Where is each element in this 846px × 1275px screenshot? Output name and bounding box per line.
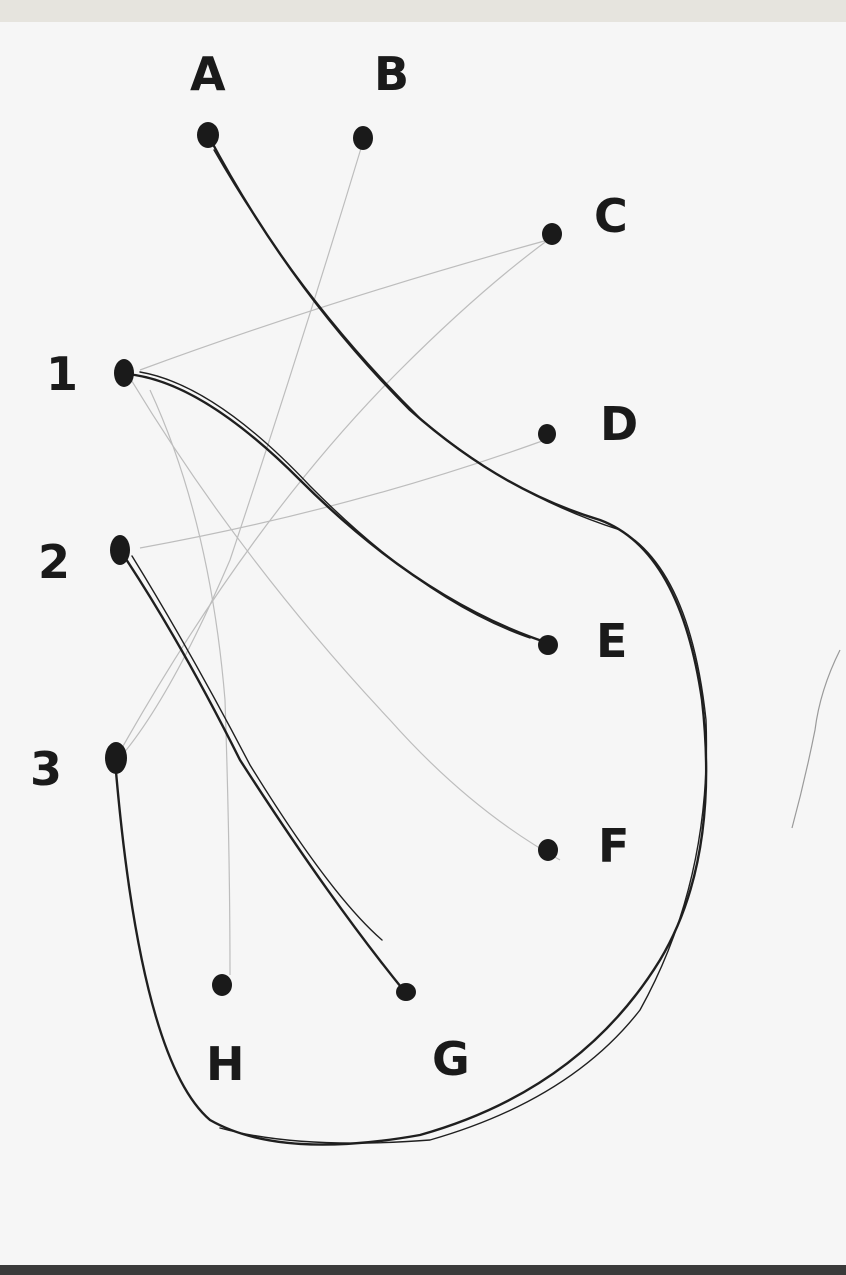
dot-2 (110, 535, 130, 565)
scan-bottom-edge (0, 1265, 846, 1275)
label-c: C (594, 189, 628, 243)
faint-line-1-to-h (149, 389, 231, 976)
dot-d (538, 424, 556, 444)
dot-3 (105, 742, 127, 774)
dot-g (396, 983, 416, 1001)
label-1: 1 (46, 347, 78, 401)
ink-line-2-to-g-retrace (131, 555, 383, 941)
dot-e (538, 635, 558, 655)
dot-a (197, 122, 219, 148)
dot-c (542, 223, 562, 245)
faint-line-3-to-c (117, 239, 549, 756)
label-e: E (596, 614, 627, 668)
dot-b (353, 126, 373, 150)
label-3: 3 (30, 742, 62, 796)
ink-line-2-to-g (118, 548, 407, 994)
dot-f (538, 839, 558, 861)
node-labels: A B C D E F G H 1 2 3 (30, 47, 638, 1091)
label-d: D (600, 397, 638, 451)
scan-top-strip (0, 0, 846, 22)
ink-line-1-to-e (124, 372, 547, 644)
paper-tear (791, 649, 841, 829)
label-2: 2 (38, 535, 70, 589)
dot-1 (114, 359, 134, 387)
label-f: F (598, 819, 629, 873)
faint-pencil-lines (117, 144, 561, 976)
faint-line-b-to-3 (117, 144, 363, 761)
ink-line-a-to-3-retrace (213, 149, 708, 1144)
label-g: G (432, 1032, 470, 1086)
dot-h (212, 974, 232, 996)
ink-line-1-to-e-retrace (139, 371, 531, 639)
faint-line-1-to-f (129, 377, 561, 861)
label-h: H (206, 1037, 245, 1091)
label-b: B (374, 47, 409, 101)
ink-line-a-to-3-loop (113, 133, 708, 1146)
node-dots (105, 122, 562, 1001)
ink-lines (113, 133, 708, 1146)
label-a: A (190, 47, 226, 101)
faint-line-2-to-d (139, 439, 546, 549)
faint-line-1-to-c (139, 239, 549, 371)
paper-sheet (0, 22, 846, 1265)
